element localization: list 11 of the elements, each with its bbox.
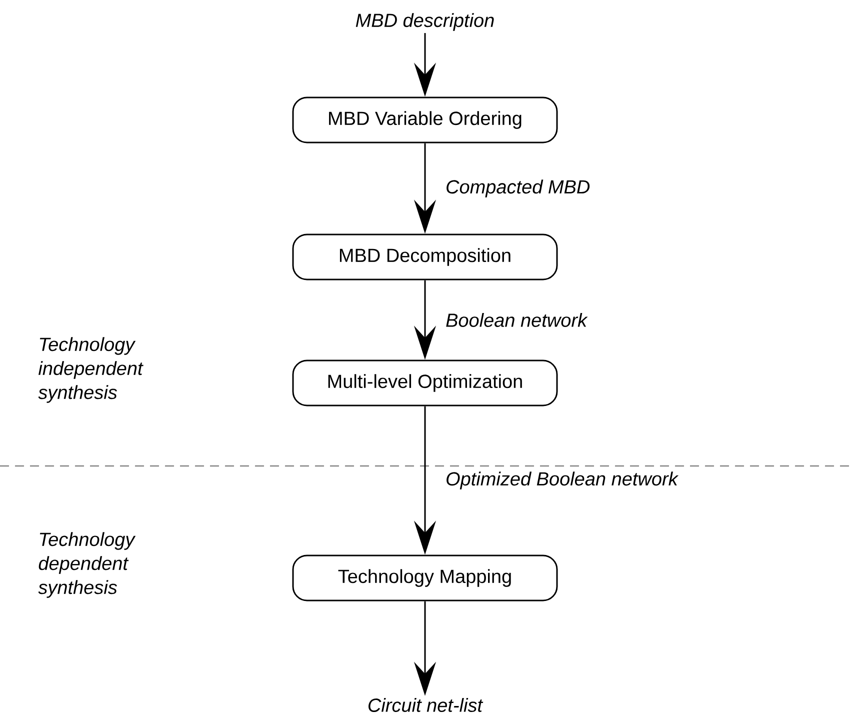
edge-label: Compacted MBD [446,180,590,198]
process-box: MBD Variable Ordering [292,96,558,144]
process-box: MBD Decomposition [292,234,558,280]
edge-label: Optimized Boolean network [446,472,679,490]
edge-label: Boolean network [446,313,588,327]
process-box: Multi-level Optimization [292,360,558,406]
side-note: Technology independent synthesis [38,337,144,403]
flow-text: MBD description [356,13,494,31]
flow-text: Circuit net-list [368,698,484,712]
process-box: Technology Mapping [292,554,558,602]
side-note: Technology dependent synthesis [38,532,136,598]
